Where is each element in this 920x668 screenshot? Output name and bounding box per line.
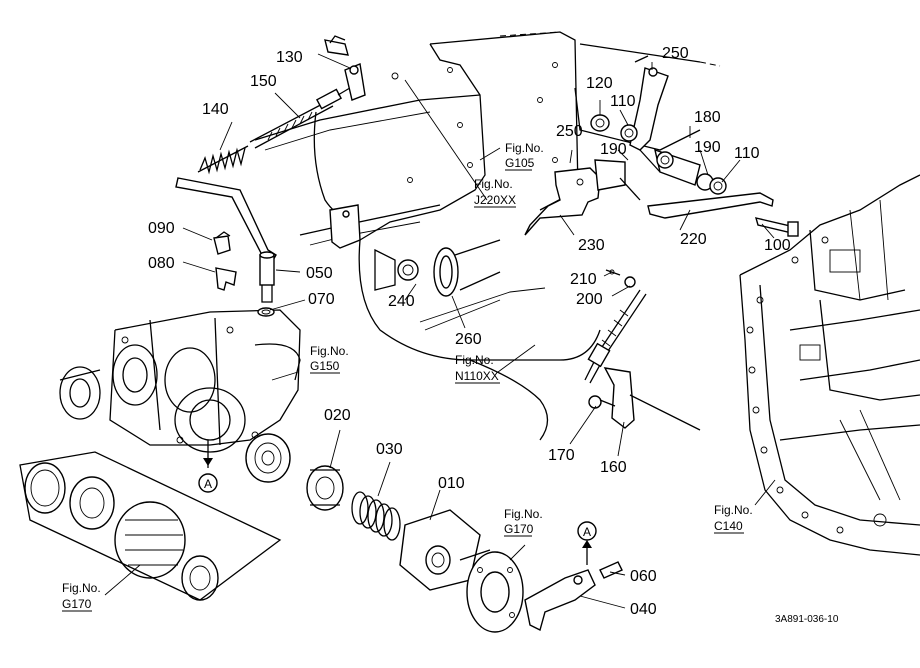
part-080-fork	[215, 267, 237, 291]
drawing-code: 3A891-036-10	[775, 614, 839, 625]
figref-g105-code: G105	[505, 156, 535, 170]
figref-j220-code: J220XX	[474, 193, 516, 207]
leader-lines	[104, 53, 776, 609]
part-100-bolt	[754, 217, 799, 237]
part-170-bolt	[588, 395, 616, 409]
part-260-boot	[433, 239, 501, 297]
callout-190-right: 190	[694, 139, 721, 156]
callout-110-top: 110	[610, 93, 636, 110]
callout-100: 100	[764, 237, 791, 254]
part-040-fork	[524, 569, 596, 632]
callout-110-right: 110	[734, 145, 760, 162]
marker-a-right-text: A	[583, 525, 591, 539]
callout-140: 140	[202, 101, 229, 118]
part-200-washer	[624, 276, 636, 288]
arrow-down-icon	[203, 458, 213, 466]
part-120-nut	[590, 114, 610, 132]
figref-g170-left-label: Fig.No.	[62, 581, 101, 595]
figref-n110-code: N110XX	[455, 369, 499, 383]
figref-g150-label: Fig.No.	[310, 344, 349, 358]
callout-130: 130	[276, 49, 303, 66]
callout-190-left: 190	[600, 141, 627, 158]
part-130-bracket	[324, 35, 366, 101]
callout-250-top: 250	[662, 45, 689, 62]
callout-240: 240	[388, 293, 415, 310]
transmission-case	[739, 174, 920, 556]
callout-050: 050	[306, 265, 333, 282]
figref-g170-right-label: Fig.No.	[504, 507, 543, 521]
figref-g170-left-code: G170	[62, 597, 92, 611]
part-010-sleeve	[399, 509, 481, 591]
part-110-washer-a	[620, 124, 638, 142]
callout-170: 170	[548, 447, 575, 464]
part-collar-g170	[459, 549, 524, 633]
differential-bearings	[19, 451, 282, 601]
figref-n110-label: Fig.No.	[455, 353, 494, 367]
part-160-cable	[584, 289, 701, 431]
callout-070: 070	[308, 291, 335, 308]
differential-housing	[59, 309, 301, 453]
part-230-bracket	[524, 159, 641, 236]
callout-250-mid: 250	[556, 123, 583, 140]
callout-210: 210	[570, 271, 597, 288]
figref-c140-label: Fig.No.	[714, 503, 753, 517]
part-220-rod	[647, 192, 774, 219]
callout-080: 080	[148, 255, 175, 272]
figref-g105-label: Fig.No.	[505, 141, 544, 155]
callout-260: 260	[455, 331, 482, 348]
part-210-pin	[605, 269, 621, 276]
marker-a-right: A	[577, 521, 597, 541]
part-240-nut	[374, 248, 419, 291]
callout-180: 180	[694, 109, 721, 126]
figref-j220-label: Fig.No.	[474, 177, 513, 191]
callout-030: 030	[376, 441, 403, 458]
callout-010: 010	[438, 475, 465, 492]
figref-g150-code: G150	[310, 359, 340, 373]
figref-g170-right-code: G170	[504, 522, 534, 536]
part-180-lever-link	[639, 148, 701, 186]
marker-a-left: A	[198, 473, 218, 493]
arrow-up-icon	[582, 540, 592, 548]
part-140-spring	[197, 145, 249, 175]
part-020-shifter	[306, 465, 344, 511]
part-050-pin	[259, 251, 275, 303]
callout-120: 120	[586, 75, 613, 92]
figref-c140-code: C140	[714, 519, 743, 533]
callout-090: 090	[148, 220, 175, 237]
marker-a-left-text: A	[204, 477, 212, 491]
callout-labels: 130 150 140 250 120 110 180 250 190 190 …	[148, 45, 791, 618]
callout-040: 040	[630, 601, 657, 618]
part-190-bushing	[696, 173, 727, 195]
callout-200: 200	[576, 291, 603, 308]
callout-160: 160	[600, 459, 627, 476]
callout-150: 150	[250, 73, 277, 90]
callout-060: 060	[630, 568, 657, 585]
part-090-knob	[213, 231, 231, 255]
part-250-lever	[629, 55, 669, 151]
figure-references: Fig.No. G105 Fig.No. J220XX Fig.No. G150…	[62, 141, 753, 612]
callout-230: 230	[578, 237, 605, 254]
part-ball-bearing	[245, 433, 291, 483]
part-030-spring	[351, 491, 401, 541]
callout-220: 220	[680, 231, 707, 248]
callout-020: 020	[324, 407, 351, 424]
throttle-wire	[313, 111, 361, 249]
part-060-pin	[599, 561, 623, 579]
